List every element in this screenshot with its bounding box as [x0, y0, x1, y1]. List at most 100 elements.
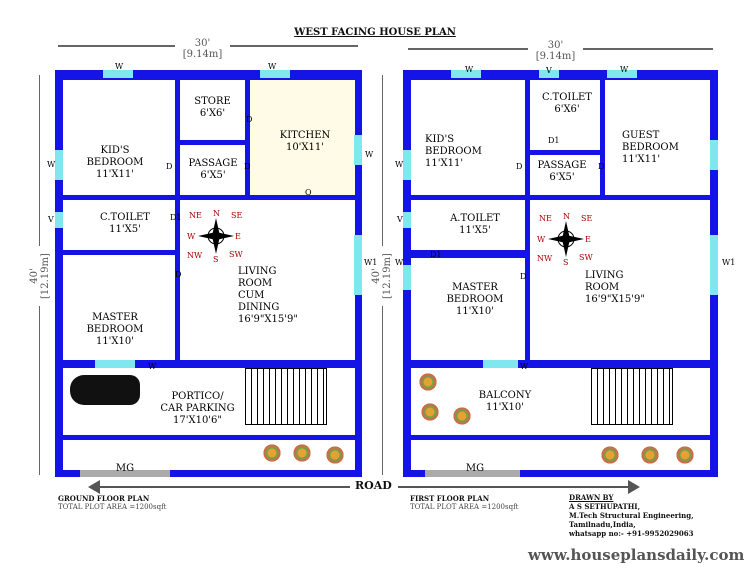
- ground-floor-plan: [55, 70, 362, 477]
- first-master-label: MASTER BEDROOM 11'X10': [446, 282, 504, 317]
- plant-icon: [420, 402, 440, 422]
- ground-living: [180, 200, 355, 360]
- ground-kids-bedroom: [63, 80, 175, 195]
- drawn-by-place: Tamilnadu,India,: [569, 520, 636, 529]
- first-toilet-label: C.TOILET 6'X6': [542, 92, 592, 115]
- drawn-by-name: A S SETHUPATHI,: [569, 502, 641, 511]
- ground-master-label: MASTER BEDROOM 11'X10': [86, 312, 144, 347]
- gate-mg[interactable]: [425, 470, 520, 477]
- first-plot-area: TOTAL PLOT AREA =1200sqft: [410, 503, 519, 511]
- window-label: W: [268, 62, 277, 71]
- door-label: D: [175, 270, 182, 279]
- compass-icon: N E S W NE SE SW NW: [537, 212, 593, 267]
- plant-icon: [418, 372, 438, 392]
- window: [55, 212, 63, 228]
- window-label: W: [115, 62, 124, 71]
- door-label: D1: [170, 213, 182, 222]
- first-passage-label: PASSAGE 6'X5': [537, 160, 587, 183]
- staircase: [591, 368, 673, 425]
- ventilator-label: V: [397, 215, 403, 224]
- ground-passage: [180, 145, 245, 195]
- first-a-toilet: [411, 200, 525, 250]
- gate-mg[interactable]: [80, 470, 170, 477]
- window: [403, 150, 411, 180]
- ground-kitchen-label: KITCHEN 10'X11': [279, 130, 331, 153]
- road-label: ROAD: [355, 479, 392, 492]
- door-label: D: [516, 162, 523, 171]
- window-label: W1: [722, 258, 736, 267]
- window: [103, 70, 133, 78]
- window: [607, 70, 637, 78]
- ground-kitchen: [250, 80, 355, 195]
- plant-icon: [452, 406, 472, 426]
- drawn-by-block: DRAWN BY A S SETHUPATHI, M.Tech Structur…: [569, 493, 694, 538]
- window-label: W: [148, 362, 157, 371]
- first-a-toilet-label: A.TOILET 11'X5': [450, 213, 500, 236]
- window: [55, 150, 63, 180]
- road-arrow-right: [398, 486, 628, 488]
- dimension-first-depth: 40' [12.19m]: [371, 246, 393, 306]
- window-label: W: [395, 258, 404, 267]
- window: [710, 140, 718, 170]
- window: [354, 235, 362, 295]
- ground-plot-area: TOTAL PLOT AREA =1200sqft: [58, 503, 167, 511]
- ground-living-label: LIVING ROOM CUM DINING 16'9"X15'9": [238, 266, 298, 325]
- dimension-ground-width: 30' [9.14m]: [175, 38, 230, 60]
- door-label: D: [244, 162, 251, 171]
- road-arrowhead-right: [628, 480, 640, 494]
- door-label: D: [166, 162, 173, 171]
- ground-passage-label: PASSAGE 6'X5': [188, 158, 238, 181]
- door-label: D: [598, 162, 605, 171]
- window-label: W: [395, 160, 404, 169]
- window: [710, 235, 718, 295]
- ground-kids-bedroom-label: KID'S BEDROOM 11'X11': [86, 145, 144, 180]
- website-link[interactable]: www.houseplansdaily.com: [528, 546, 745, 564]
- plant-icon: [262, 443, 282, 463]
- compass-icon: N E S W NE SE SW NW: [187, 209, 243, 264]
- window: [403, 212, 411, 228]
- ground-store: [180, 80, 245, 140]
- ventilator-label: V: [48, 215, 54, 224]
- window: [260, 70, 290, 78]
- ground-store-label: STORE 6'X6': [194, 96, 231, 119]
- ground-master-bedroom: [63, 255, 175, 360]
- dimension-first-width: 30' [9.14m]: [528, 40, 583, 62]
- first-plan-title: FIRST FLOOR PLAN: [410, 494, 490, 503]
- ground-toilet: [63, 200, 175, 250]
- page-title: WEST FACING HOUSE PLAN: [294, 27, 456, 38]
- ground-portico-label: PORTICO/ CAR PARKING 17'X10'6": [160, 391, 235, 426]
- door-label: D: [520, 272, 527, 281]
- first-mg-label: MG: [465, 463, 485, 474]
- first-living: [530, 200, 710, 360]
- car-icon: [70, 375, 140, 405]
- first-kids-bedroom-label: KID'S BEDROOM 11'X11': [425, 134, 482, 169]
- plant-icon: [640, 445, 660, 465]
- plant-icon: [675, 445, 695, 465]
- window-label: W: [47, 160, 56, 169]
- first-balcony-label: BALCONY 11'X10': [478, 390, 532, 413]
- first-passage: [530, 155, 600, 195]
- window: [451, 70, 481, 78]
- plant-icon: [600, 445, 620, 465]
- first-guest-label: GUEST BEDROOM 11'X11': [622, 130, 679, 165]
- door-label: D1: [430, 250, 442, 259]
- drawn-by-degree: M.Tech Structural Engineering,: [569, 511, 694, 520]
- window-label: W1: [364, 258, 378, 267]
- dimension-ground-depth: 40' [12.19m]: [29, 246, 51, 306]
- door-label: D: [246, 115, 253, 124]
- plant-icon: [292, 443, 312, 463]
- door-label: D1: [548, 136, 560, 145]
- first-toilet: [530, 80, 600, 150]
- window: [354, 135, 362, 165]
- first-guest-bedroom: [605, 80, 710, 195]
- window-label: W: [620, 65, 629, 74]
- opening-label: O: [305, 188, 312, 197]
- window: [539, 70, 559, 78]
- road-arrow-left: [95, 486, 350, 488]
- staircase: [245, 368, 327, 425]
- first-master-bedroom: [411, 258, 525, 360]
- drawn-by-heading: DRAWN BY: [569, 493, 614, 502]
- ground-plan-title: GROUND FLOOR PLAN: [58, 494, 150, 503]
- plant-icon: [325, 445, 345, 465]
- road-arrowhead-left: [88, 480, 100, 494]
